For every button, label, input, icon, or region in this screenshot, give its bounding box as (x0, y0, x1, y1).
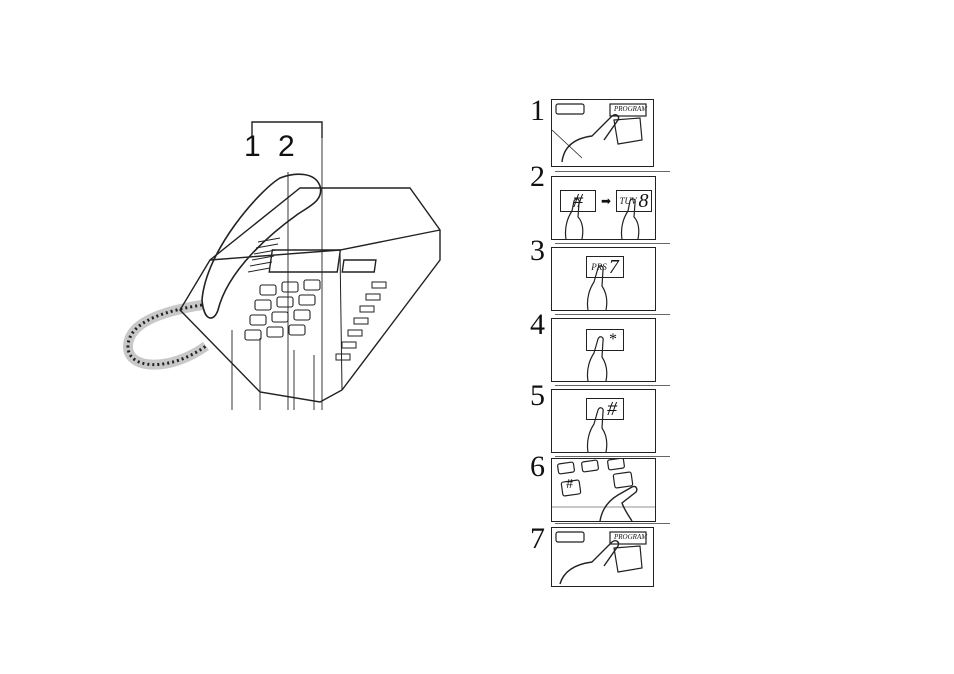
step-divider (555, 314, 670, 315)
step-4-panel: * (551, 318, 656, 382)
callout-2: 2 (278, 130, 295, 164)
step-number-1: 1 (530, 96, 545, 126)
pound-key: # (566, 477, 573, 493)
step-number-5: 5 (530, 381, 545, 411)
step-7-panel: PROGRAM (551, 527, 654, 587)
step-divider (555, 171, 670, 172)
step-6-panel: # (551, 458, 656, 522)
step-number-4: 4 (530, 310, 545, 340)
finger-press-drawing (552, 177, 656, 240)
finger-press-drawing (552, 390, 656, 453)
step-divider (555, 523, 670, 524)
step-number-7: 7 (530, 524, 545, 554)
finger-press-drawing (552, 248, 656, 311)
step-1-panel: PROGRAM (551, 99, 654, 167)
step-number-6: 6 (530, 452, 545, 482)
step-divider (555, 385, 670, 386)
step-number-2: 2 (530, 162, 545, 192)
phone-illustration: 1 2 (110, 110, 450, 420)
program-key-label: PROGRAM (614, 533, 647, 541)
callout-1: 1 (244, 130, 261, 164)
step-divider (555, 456, 670, 457)
step-number-3: 3 (530, 236, 545, 266)
finger-press-drawing (552, 319, 656, 382)
step-5-panel: # (551, 389, 656, 453)
program-key-label: PROGRAM (614, 105, 647, 113)
step-divider (555, 243, 670, 244)
